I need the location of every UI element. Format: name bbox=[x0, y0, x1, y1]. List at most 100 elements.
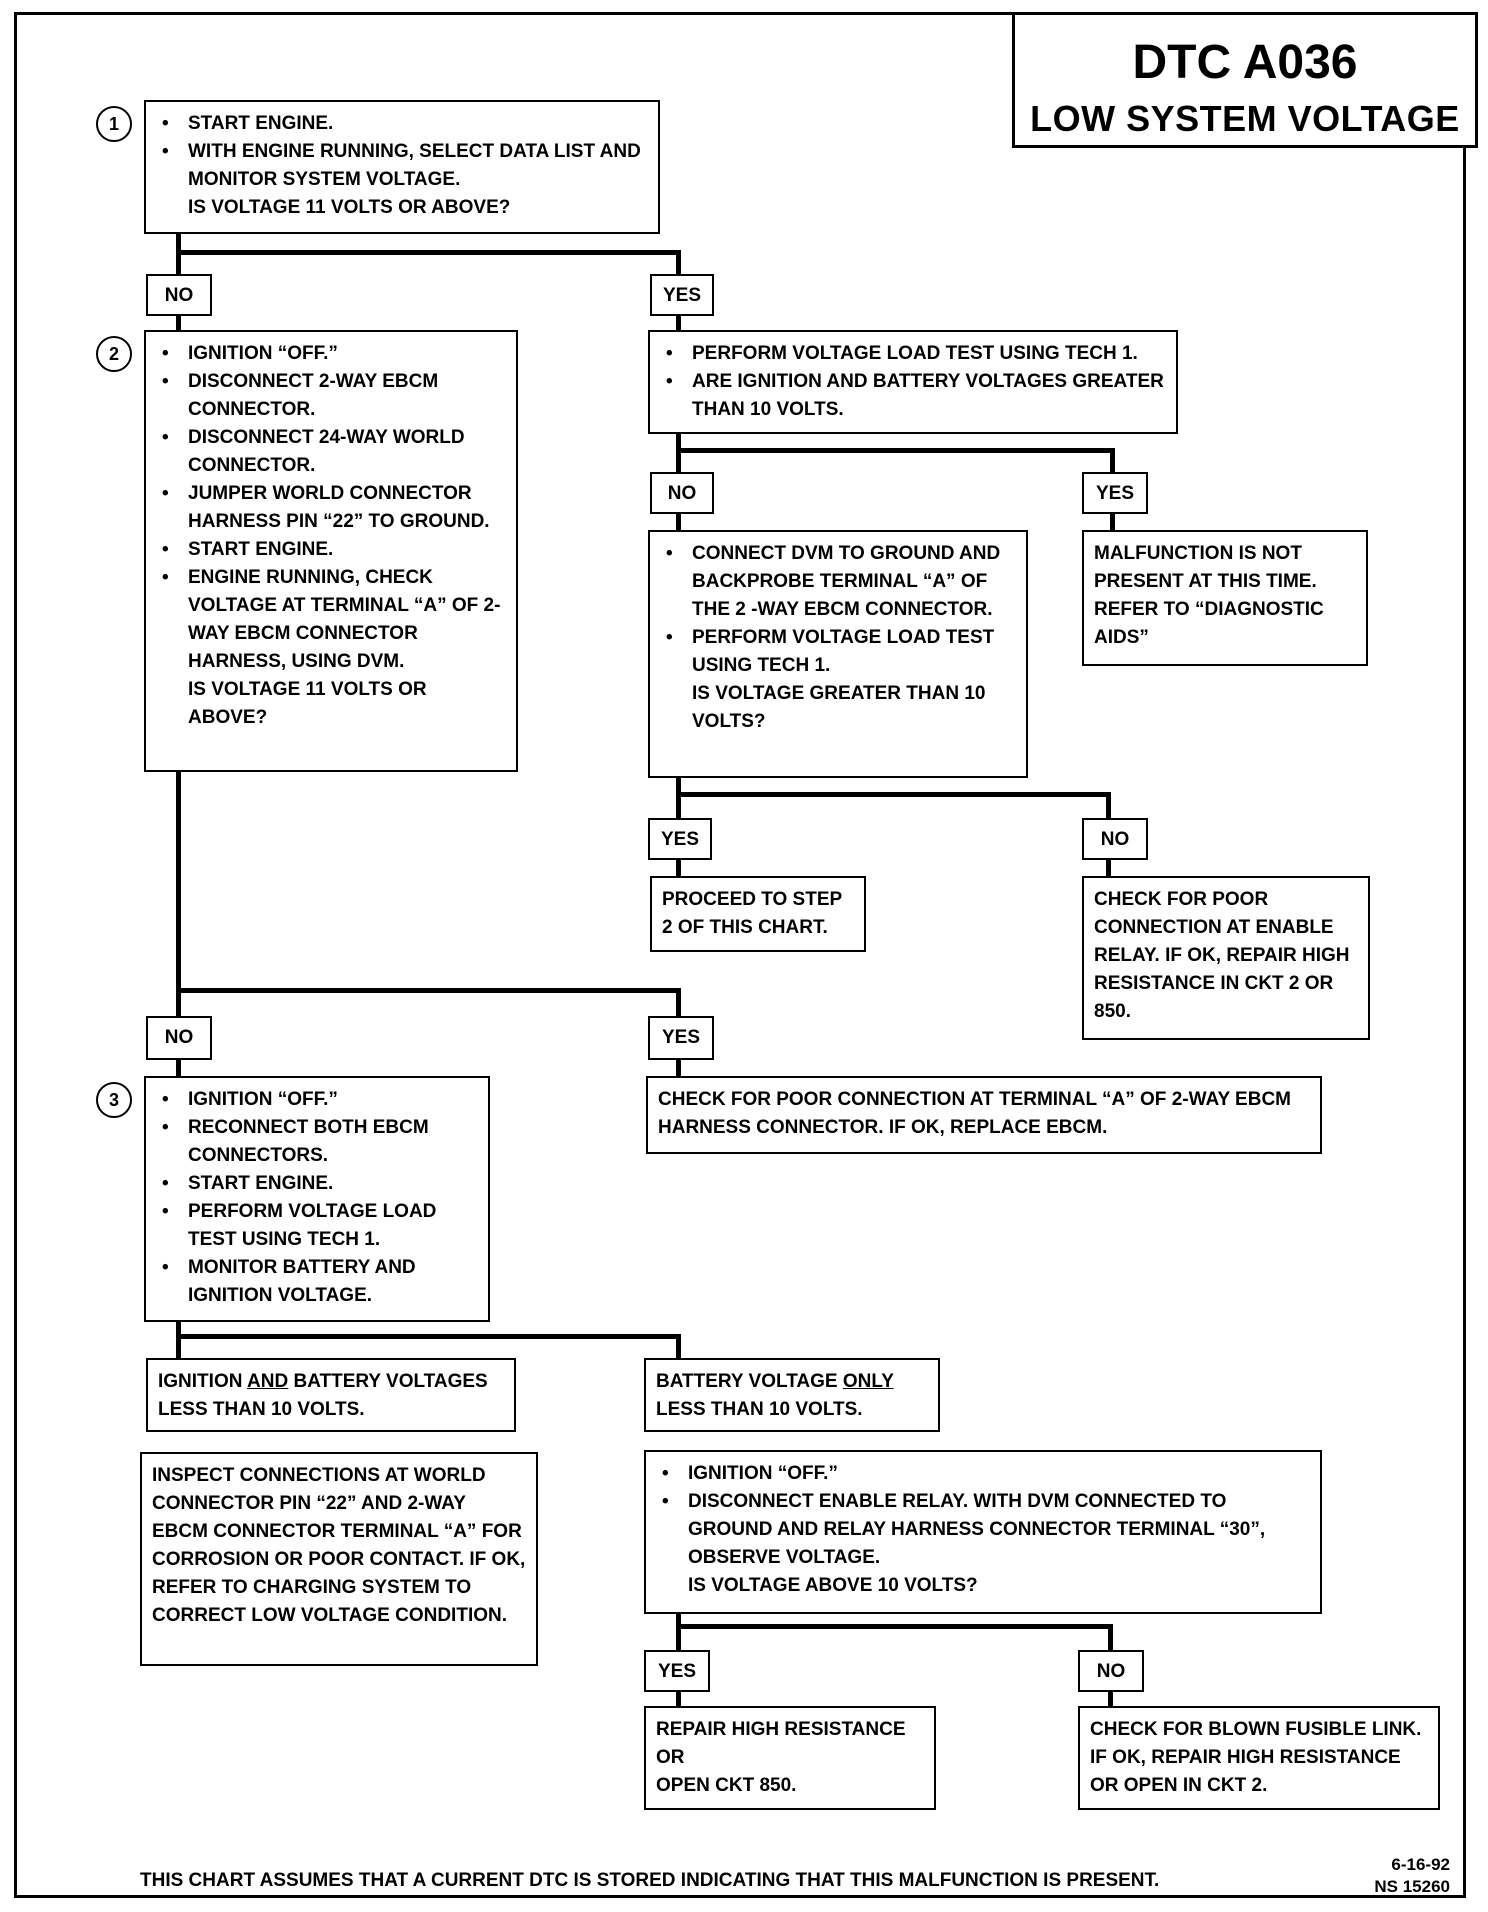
dtc-code: DTC A036 bbox=[1132, 36, 1358, 89]
step3-bullet: START ENGINE. bbox=[156, 1170, 478, 1198]
no-label: NO bbox=[1078, 1650, 1144, 1692]
repair-ckt850-box: REPAIR HIGH RESISTANCE OR OPEN CKT 850. bbox=[644, 1706, 936, 1810]
connector bbox=[1106, 860, 1111, 878]
step1-bullet: START ENGINE. bbox=[156, 110, 648, 138]
connector bbox=[676, 314, 681, 332]
step1-question: IS VOLTAGE 11 VOLTS OR ABOVE? bbox=[188, 197, 511, 218]
load-test-bullet: ARE IGNITION AND BATTERY VOLTAGES GREATE… bbox=[660, 368, 1166, 424]
load-test-bullet: PERFORM VOLTAGE LOAD TEST USING TECH 1. bbox=[660, 340, 1166, 368]
voltage-load-test-box: PERFORM VOLTAGE LOAD TEST USING TECH 1. … bbox=[648, 330, 1178, 434]
step2-bullet: DISCONNECT 24-WAY WORLD CONNECTOR. bbox=[156, 424, 506, 480]
terminal-a-check-box: CHECK FOR POOR CONNECTION AT TERMINAL “A… bbox=[646, 1076, 1322, 1154]
dtc-title: LOW SYSTEM VOLTAGE bbox=[1030, 98, 1460, 139]
yes-label: YES bbox=[648, 818, 712, 860]
relay-test-question: IS VOLTAGE ABOVE 10 VOLTS? bbox=[688, 1575, 978, 1596]
yes-label: YES bbox=[644, 1650, 710, 1692]
step2-bullet: JUMPER WORLD CONNECTOR HARNESS PIN “22” … bbox=[156, 480, 506, 536]
no-label: NO bbox=[146, 1016, 212, 1060]
step2-bullet: START ENGINE. bbox=[156, 536, 506, 564]
connector bbox=[676, 860, 681, 878]
connector bbox=[676, 1060, 681, 1078]
text-part: LESS THAN 10 VOLTS. bbox=[656, 1399, 863, 1420]
proceed-step2-box: PROCEED TO STEP 2 OF THIS CHART. bbox=[650, 876, 866, 952]
yes-label: YES bbox=[650, 274, 714, 316]
text-part: BATTERY VOLTAGES LESS THAN 10 VOLTS. bbox=[158, 1371, 488, 1420]
step-marker-3: 3 bbox=[96, 1082, 132, 1118]
step2-box: IGNITION “OFF.” DISCONNECT 2-WAY EBCM CO… bbox=[144, 330, 518, 772]
fusible-text: CHECK FOR BLOWN FUSIBLE LINK. IF OK, REP… bbox=[1090, 1719, 1422, 1796]
step2-bullet: ENGINE RUNNING, CHECK VOLTAGE AT TERMINA… bbox=[156, 564, 506, 676]
connector bbox=[176, 1322, 181, 1360]
enable-relay-text: CHECK FOR POOR CONNECTION AT ENABLE RELA… bbox=[1094, 889, 1350, 1022]
inspect-text: INSPECT CONNECTIONS AT WORLD CONNECTOR P… bbox=[152, 1465, 526, 1626]
connector bbox=[676, 1334, 681, 1360]
step3-box: IGNITION “OFF.” RECONNECT BOTH EBCM CONN… bbox=[144, 1076, 490, 1322]
document-code: 6-16-92 NS 15260 bbox=[1350, 1854, 1450, 1898]
chart-frame bbox=[14, 12, 1466, 1898]
malfunction-text: MALFUNCTION IS NOT PRESENT AT THIS TIME.… bbox=[1094, 543, 1324, 648]
repair-line: OPEN CKT 850. bbox=[656, 1775, 797, 1796]
repair-line: REPAIR HIGH RESISTANCE bbox=[656, 1719, 906, 1740]
text-part: IGNITION bbox=[158, 1371, 248, 1392]
step3-bullet: IGNITION “OFF.” bbox=[156, 1086, 478, 1114]
connector bbox=[1110, 448, 1115, 472]
connector bbox=[676, 792, 1111, 797]
connector bbox=[676, 776, 681, 818]
fusible-link-box: CHECK FOR BLOWN FUSIBLE LINK. IF OK, REP… bbox=[1078, 1706, 1440, 1810]
dvm-backprobe-box: CONNECT DVM TO GROUND AND BACKPROBE TERM… bbox=[648, 530, 1028, 778]
connector bbox=[676, 988, 681, 1018]
relay-test-bullet: IGNITION “OFF.” bbox=[656, 1460, 1310, 1488]
battery-only-low-box: BATTERY VOLTAGE ONLY LESS THAN 10 VOLTS. bbox=[644, 1358, 940, 1432]
yes-label: YES bbox=[1082, 472, 1148, 514]
step1-bullet: WITH ENGINE RUNNING, SELECT DATA LIST AN… bbox=[156, 138, 648, 194]
connector bbox=[676, 514, 681, 532]
document-date: 6-16-92 bbox=[1391, 1855, 1450, 1874]
step3-bullet: MONITOR BATTERY AND IGNITION VOLTAGE. bbox=[156, 1254, 478, 1310]
connector bbox=[176, 988, 681, 993]
step1-box: START ENGINE. WITH ENGINE RUNNING, SELEC… bbox=[144, 100, 660, 234]
connector bbox=[1108, 1624, 1113, 1650]
ignition-and-battery-text: IGNITION AND BATTERY VOLTAGES LESS THAN … bbox=[158, 1368, 504, 1424]
connector bbox=[176, 770, 181, 1018]
enable-relay-check-box: CHECK FOR POOR CONNECTION AT ENABLE RELA… bbox=[1082, 876, 1370, 1040]
connector bbox=[1110, 514, 1115, 532]
inspect-connections-box: INSPECT CONNECTIONS AT WORLD CONNECTOR P… bbox=[140, 1452, 538, 1666]
document-number: NS 15260 bbox=[1374, 1877, 1450, 1896]
step3-bullet: PERFORM VOLTAGE LOAD TEST USING TECH 1. bbox=[156, 1198, 478, 1254]
no-label: NO bbox=[1082, 818, 1148, 860]
connector bbox=[676, 1692, 681, 1706]
step2-question: IS VOLTAGE 11 VOLTS OR ABOVE? bbox=[188, 679, 427, 728]
step-marker-1: 1 bbox=[96, 106, 132, 142]
connector bbox=[176, 314, 181, 332]
enable-relay-test-box: IGNITION “OFF.” DISCONNECT ENABLE RELAY.… bbox=[644, 1450, 1322, 1614]
dvm-question: IS VOLTAGE GREATER THAN 10 VOLTS? bbox=[692, 683, 986, 732]
step2-bullet: IGNITION “OFF.” bbox=[156, 340, 506, 368]
relay-test-bullet: DISCONNECT ENABLE RELAY. WITH DVM CONNEC… bbox=[656, 1488, 1310, 1572]
title-box: DTC A036 LOW SYSTEM VOLTAGE bbox=[1012, 12, 1478, 148]
step3-bullet: RECONNECT BOTH EBCM CONNECTORS. bbox=[156, 1114, 478, 1170]
emphasis: AND bbox=[247, 1371, 289, 1392]
repair-line: OR bbox=[656, 1747, 685, 1768]
connector bbox=[176, 1060, 181, 1078]
connector bbox=[676, 1624, 1113, 1629]
text-part: BATTERY VOLTAGE bbox=[656, 1371, 843, 1392]
emphasis: ONLY bbox=[842, 1371, 894, 1392]
connector bbox=[1108, 1692, 1113, 1706]
step2-bullet: DISCONNECT 2-WAY EBCM CONNECTOR. bbox=[156, 368, 506, 424]
malfunction-not-present-box: MALFUNCTION IS NOT PRESENT AT THIS TIME.… bbox=[1082, 530, 1368, 666]
connector bbox=[676, 448, 1115, 453]
proceed-text: PROCEED TO STEP 2 OF THIS CHART. bbox=[662, 889, 842, 938]
step-marker-2: 2 bbox=[96, 336, 132, 372]
connector bbox=[676, 250, 681, 276]
no-label: NO bbox=[650, 472, 714, 514]
connector bbox=[176, 1334, 681, 1339]
chart-assumption-note: THIS CHART ASSUMES THAT A CURRENT DTC IS… bbox=[140, 1870, 1160, 1891]
yes-label: YES bbox=[648, 1016, 714, 1060]
ignition-and-battery-low-box: IGNITION AND BATTERY VOLTAGES LESS THAN … bbox=[146, 1358, 516, 1432]
dvm-bullet: PERFORM VOLTAGE LOAD TEST USING TECH 1. bbox=[660, 624, 1016, 680]
battery-only-text: BATTERY VOLTAGE ONLY LESS THAN 10 VOLTS. bbox=[656, 1368, 928, 1424]
terminal-a-text: CHECK FOR POOR CONNECTION AT TERMINAL “A… bbox=[658, 1089, 1292, 1138]
dvm-bullet: CONNECT DVM TO GROUND AND BACKPROBE TERM… bbox=[660, 540, 1016, 624]
connector bbox=[176, 250, 681, 255]
connector bbox=[1106, 792, 1111, 818]
